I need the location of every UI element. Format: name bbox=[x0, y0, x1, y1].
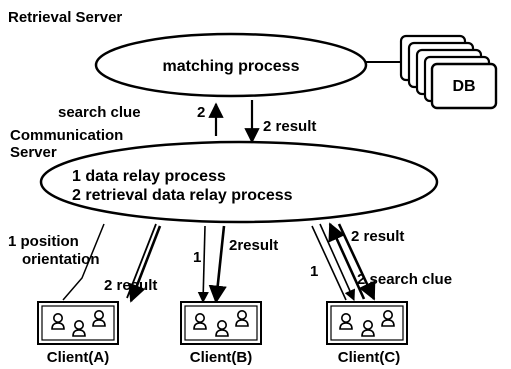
client-c-thin-line-1 bbox=[311, 225, 347, 301]
retrieval-relay-process-label: 2 retrieval data relay process bbox=[72, 187, 293, 204]
client-a-result-label: 2 result bbox=[104, 277, 157, 294]
client-b-result-label: 2result bbox=[229, 237, 278, 254]
client-c-result-arrow bbox=[328, 222, 366, 300]
client-b-box bbox=[180, 301, 262, 345]
client-c-box bbox=[326, 301, 408, 345]
client-a-result-arrow bbox=[128, 225, 162, 303]
client-a-orientation-label: orientation bbox=[22, 251, 100, 268]
client-a-name: Client(A) bbox=[47, 349, 110, 366]
db-label: DB bbox=[452, 78, 475, 95]
client-c-thin-arrow bbox=[319, 223, 355, 302]
client-b-result-arrow bbox=[208, 225, 227, 304]
communication-server-title-line2: Server bbox=[10, 144, 57, 161]
client-a-box bbox=[37, 301, 119, 345]
client-b-step1-label: 1 bbox=[193, 249, 201, 266]
retrieval-server-title: Retrieval Server bbox=[8, 9, 122, 26]
data-relay-process-label: 1 data relay process bbox=[72, 168, 226, 185]
client-c-search-clue-arrow bbox=[337, 223, 376, 301]
matching-process-ellipse bbox=[94, 32, 368, 98]
search-clue-up-label: search clue bbox=[58, 104, 141, 121]
search-clue-up-number: 2 bbox=[197, 104, 205, 121]
communication-server-title-line1: Communication bbox=[10, 127, 123, 144]
database-icon bbox=[399, 34, 498, 110]
client-c-name: Client(C) bbox=[338, 349, 401, 366]
client-c-step1-label: 1 bbox=[310, 263, 318, 280]
client-a-position-line bbox=[62, 223, 105, 301]
matching-process-label: matching process bbox=[163, 58, 300, 75]
client-a-position-label: 1 position bbox=[8, 233, 79, 250]
result-down-label: 2 result bbox=[263, 118, 316, 135]
client-c-search-clue-label: 2 search clue bbox=[357, 271, 452, 288]
communication-server-ellipse bbox=[39, 140, 439, 224]
client-b-upstream-arrow bbox=[197, 225, 209, 304]
client-c-result-label: 2 result bbox=[351, 228, 404, 245]
client-b-name: Client(B) bbox=[190, 349, 253, 366]
